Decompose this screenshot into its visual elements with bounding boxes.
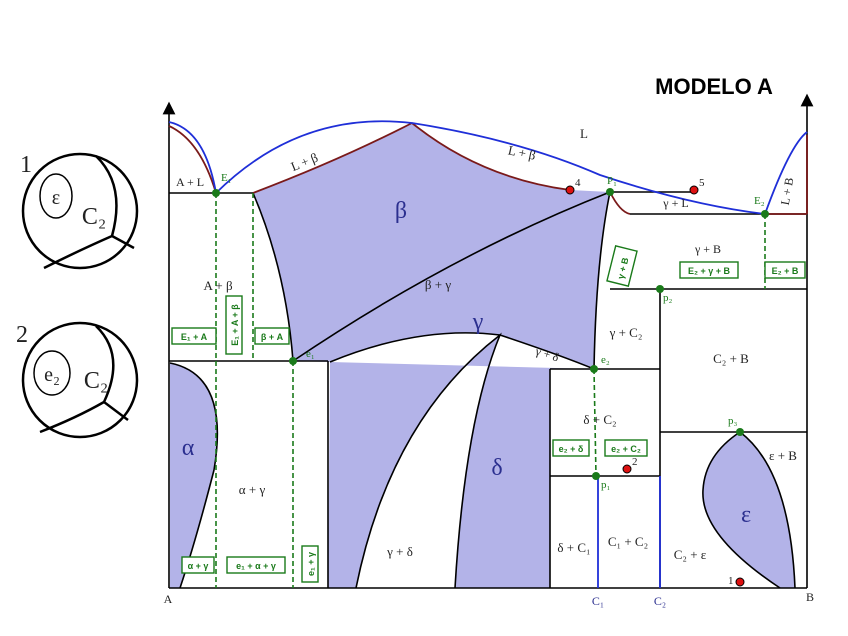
point-5	[689, 185, 699, 195]
box-e1-alpha-gamma	[226, 556, 286, 574]
region-A-L: A + L	[176, 175, 204, 189]
box-text-e1-alpha-gamma: e₁ + α + γ	[236, 561, 276, 571]
box-text-e2-delta: e₂ + δ	[559, 444, 584, 454]
label-pt2: 2	[632, 456, 638, 468]
region-L-beta-right: L + β	[507, 142, 538, 163]
region-delta-C1: δ + C₁	[557, 540, 590, 555]
box-e1-gamma	[301, 545, 319, 583]
epsilon-region	[702, 432, 795, 588]
region-eps-B: ε + B	[769, 448, 797, 463]
point-4	[565, 185, 575, 195]
box-text-E2-B: E₂ + B	[772, 266, 799, 276]
region-L: L	[580, 126, 588, 141]
point-p3	[736, 428, 744, 436]
label-p1: p₁	[601, 479, 611, 491]
point-1	[735, 577, 745, 587]
point-p1	[592, 472, 600, 480]
box-E1-A	[171, 327, 217, 345]
region-delta: δ	[491, 455, 502, 481]
region-delta-C2: δ + C₂	[583, 412, 616, 427]
box-E2-B	[764, 261, 806, 279]
box-text-beta-A: β + A	[261, 332, 284, 342]
point-e1	[289, 357, 297, 365]
region-C2-B: C₂ + B	[713, 351, 749, 366]
region-alpha-gamma: α + γ	[239, 482, 266, 497]
label-pt1: 1	[728, 575, 734, 587]
region-gamma-B: γ + B	[694, 242, 721, 256]
region-C2-eps: C₂ + ε	[674, 547, 707, 562]
region-gamma-L: γ + L	[662, 196, 688, 210]
box-text-e1-gamma: e₁ + γ	[306, 552, 316, 576]
micro-1-matrix: C₂	[82, 204, 106, 230]
label-pt5: 5	[699, 177, 705, 189]
box-text-e2-C2: e₂ + C₂	[611, 444, 641, 454]
region-gamma: γ	[472, 309, 484, 335]
point-P1	[606, 188, 614, 196]
point-p2	[656, 285, 664, 293]
axis-label-B: B	[806, 590, 814, 604]
micro-2-phase: e₂	[44, 364, 60, 386]
micro-1-phase: ε	[52, 187, 60, 209]
micro-1-number: 1	[20, 152, 32, 178]
label-E2: E₂	[754, 195, 765, 207]
point-2	[622, 464, 632, 474]
point-e2	[590, 365, 598, 373]
alpha-region	[170, 363, 218, 588]
axis-label-C2: C₂	[654, 594, 666, 608]
point-E2	[761, 210, 769, 218]
label-P1: P₁	[607, 175, 617, 187]
gamma-region	[293, 192, 610, 588]
box-beta-A	[254, 327, 290, 345]
box-gamma-B-v	[606, 245, 638, 287]
label-pt4: 4	[575, 177, 581, 189]
region-gamma-C2: γ + C₂	[609, 325, 643, 340]
region-C1-C2: C₁ + C₂	[608, 534, 648, 549]
axis-label-C1: C₁	[592, 594, 604, 608]
box-text-alpha-gamma: α + γ	[188, 561, 209, 571]
box-E2-gamma-B	[679, 261, 739, 279]
axis-label-A: A	[164, 592, 173, 606]
diagram-title: MODELO A	[655, 74, 773, 99]
micro-2-matrix: C₂	[84, 368, 108, 394]
label-p3: p₃	[728, 415, 738, 427]
region-beta: β	[395, 198, 407, 224]
box-e2-delta	[552, 439, 590, 457]
region-L-B: L + B	[778, 176, 797, 206]
region-beta-gamma: β + γ	[425, 277, 451, 292]
beta-region	[253, 123, 610, 361]
box-alpha-gamma	[181, 556, 215, 574]
box-text-E1-A: E₁ + A	[181, 332, 208, 342]
region-eps: ε	[741, 502, 751, 528]
region-gamma-delta: γ + δ	[386, 544, 413, 559]
region-A-beta: A + β	[203, 278, 233, 293]
region-alpha: α	[182, 435, 195, 461]
label-e1: e₁	[306, 348, 315, 360]
label-E1: E₁	[221, 172, 232, 184]
microstructure-1: 1 ε C₂	[20, 152, 139, 270]
microstructure-2: 2 e₂ C₂	[16, 321, 139, 439]
box-E1-A-beta	[225, 295, 243, 355]
box-text-E2-gamma-B: E₂ + γ + B	[688, 266, 731, 276]
box-text-E1-A-beta: E₁ + A + β	[230, 304, 240, 346]
box-e2-C2	[604, 439, 648, 457]
micro-2-number: 2	[16, 322, 28, 348]
label-e2: e₂	[601, 354, 610, 366]
point-E1	[212, 189, 220, 197]
label-p2: p₂	[663, 292, 673, 304]
